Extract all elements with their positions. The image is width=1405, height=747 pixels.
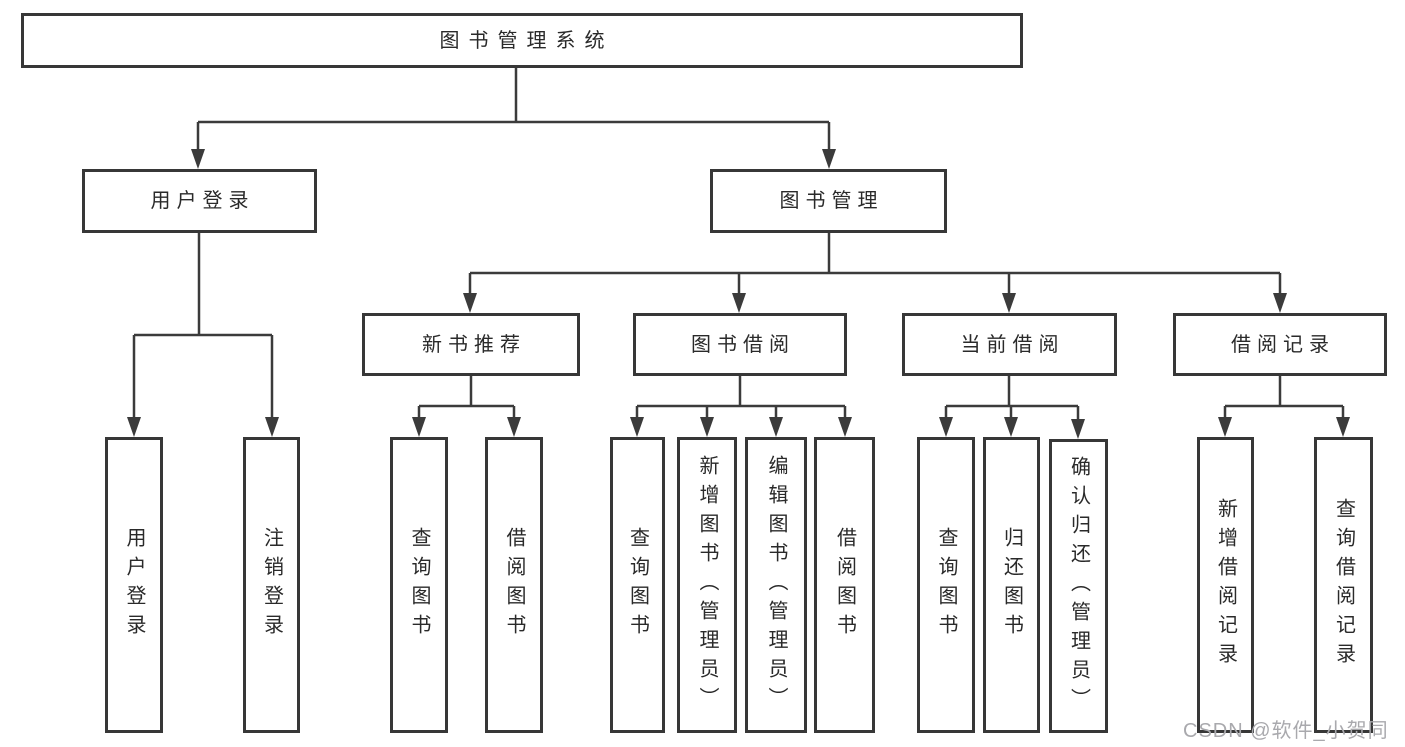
leaf-add-book-admin: 新增图书（管理员） bbox=[677, 437, 737, 733]
node-book-borrow: 图书借阅 bbox=[633, 313, 847, 376]
leaf-logout: 注销登录 bbox=[243, 437, 300, 733]
leaf-return-book: 归还图书 bbox=[983, 437, 1040, 733]
leaf-add-borrow-record: 新增借阅记录 bbox=[1197, 437, 1254, 733]
node-new-book-recommend: 新书推荐 bbox=[362, 313, 580, 376]
node-current-borrow: 当前借阅 bbox=[902, 313, 1117, 376]
leaf-borrow-book: 借阅图书 bbox=[814, 437, 875, 733]
leaf-borrow-book-recommend: 借阅图书 bbox=[485, 437, 543, 733]
node-book-management: 图书管理 bbox=[710, 169, 947, 233]
leaf-query-book-borrow: 查询图书 bbox=[610, 437, 665, 733]
node-root-system: 图书管理系统 bbox=[21, 13, 1023, 68]
leaf-confirm-return-admin: 确认归还（管理员） bbox=[1049, 439, 1108, 733]
leaf-edit-book-admin: 编辑图书（管理员） bbox=[745, 437, 807, 733]
leaf-query-book-recommend: 查询图书 bbox=[390, 437, 448, 733]
leaf-user-login: 用户登录 bbox=[105, 437, 163, 733]
leaf-query-borrow-record: 查询借阅记录 bbox=[1314, 437, 1373, 733]
node-user-login: 用户登录 bbox=[82, 169, 317, 233]
leaf-query-book-current: 查询图书 bbox=[917, 437, 975, 733]
node-borrow-records: 借阅记录 bbox=[1173, 313, 1387, 376]
